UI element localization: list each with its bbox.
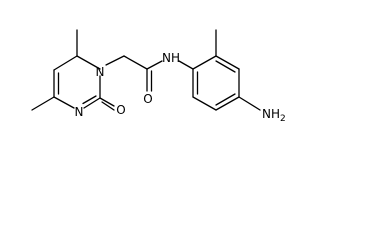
bonds (31, 29, 261, 111)
atom-nh2-subscript: 2 (280, 114, 286, 124)
atom-nh2-main: NH (262, 107, 280, 121)
bond-c4-methyl (31, 96, 55, 111)
atom-labels: N N O O NH NH2 (75, 51, 286, 124)
atom-n-ring: N (96, 65, 105, 79)
atom-nh2: NH2 (262, 107, 286, 124)
bond-ar4-nh2 (238, 96, 261, 111)
bond-c6-c5 (53, 55, 78, 71)
bond-nh-aryl (178, 60, 194, 70)
bond-ar2-ar3-inner (215, 60, 236, 73)
bond-ar4-ar5-inner (215, 93, 236, 106)
atom-o-amide: O (143, 92, 152, 106)
bond-n3-c2 (83, 97, 101, 109)
bond-n1-ch2 (105, 55, 125, 66)
bond-c2-o-double (101, 101, 115, 111)
bond-camide-nh (146, 60, 163, 70)
bond-c4-n3 (53, 96, 75, 109)
bond-ch2-camide (123, 55, 148, 70)
atom-nh-amide: NH (162, 51, 180, 65)
atom-n-imine: N (75, 105, 84, 119)
bond-ar5-ar6 (192, 96, 217, 111)
bond-ar4-ar5 (215, 96, 240, 111)
atom-o-ring: O (116, 103, 125, 117)
bond-n3-c2-inner (82, 95, 97, 105)
bond-ar2-ar3 (215, 55, 240, 70)
bond-c2-o (99, 97, 115, 107)
bond-n1-c6 (76, 55, 101, 70)
chemical-structure: N N O O NH NH2 (31, 29, 286, 124)
structure-canvas: N N O O NH NH2 (31, 29, 286, 124)
bond-ar1-ar2 (192, 55, 217, 70)
